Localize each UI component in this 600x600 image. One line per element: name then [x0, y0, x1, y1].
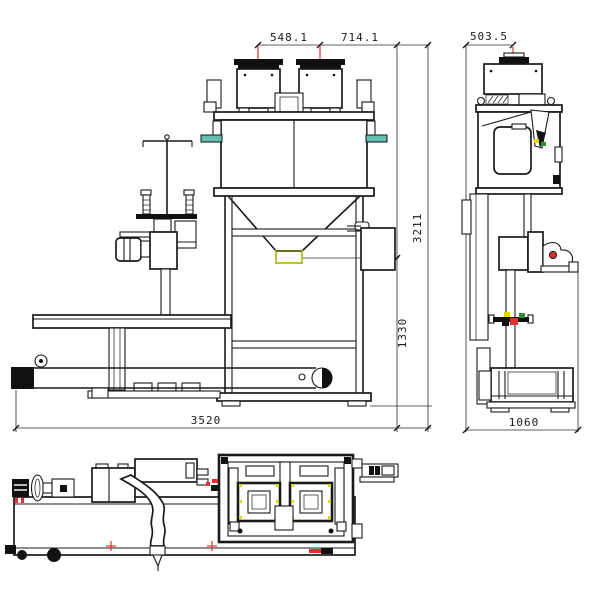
feeder-side-brackets	[203, 79, 375, 113]
belt-marker-red	[309, 549, 321, 553]
clamp-marker-green	[519, 313, 525, 318]
chute-marker-green	[541, 142, 546, 146]
feeder-right	[296, 46, 345, 114]
side-sewing-head	[498, 193, 579, 273]
side-feeder	[476, 47, 556, 106]
dim-front-top-left-label: 548.1	[270, 31, 308, 44]
dim-outlet-height-label: 1330	[396, 318, 409, 349]
head-pivot-dot	[549, 251, 557, 259]
plan-machine-body	[211, 453, 355, 554]
plan-sewing-machine	[91, 458, 217, 571]
clamp-marker-yellow	[504, 312, 510, 317]
weigher-cabinet	[200, 111, 388, 197]
work-table	[32, 314, 232, 399]
sewing-marker-red	[206, 482, 210, 486]
chute-marker-yellow	[534, 139, 539, 143]
cabinet-handle-right	[365, 134, 388, 143]
dim-front-top-right-label: 714.1	[341, 31, 379, 44]
funnel-outlet	[275, 250, 303, 264]
plan-motor	[12, 474, 75, 503]
conveyor-front	[11, 354, 333, 399]
dim-side-top-label: 503.5	[470, 30, 508, 43]
discharge-funnel	[227, 195, 361, 264]
dim-total-height-label: 3211	[411, 213, 424, 244]
bag-clamp-stand	[115, 134, 197, 316]
support-frame	[216, 196, 372, 407]
dim-side-depth-label: 1060	[509, 416, 540, 429]
motor-marker-red-2	[21, 498, 24, 503]
cabinet-handle-left	[200, 134, 223, 143]
belt-center-marks	[106, 541, 217, 551]
plan-control-arm	[351, 458, 399, 539]
side-inner-chute	[530, 109, 550, 149]
body-marker-red	[212, 479, 218, 483]
control-box	[347, 221, 396, 271]
side-conveyor-section	[478, 367, 576, 413]
front-view: 548.1 714.1 3520 3211 1330	[11, 31, 432, 432]
dim-total-width-label: 3520	[191, 414, 222, 427]
feeder-left	[234, 46, 283, 114]
side-dimensions: 503.5 1060	[462, 30, 582, 434]
side-view: 503.5 1060	[461, 30, 582, 434]
clamp-motor	[115, 237, 142, 262]
side-door-panel	[493, 126, 532, 175]
plan-view	[5, 453, 399, 571]
clamp-marker-red	[510, 318, 518, 325]
conveyor-drive-block	[11, 367, 34, 389]
side-cabinet	[475, 104, 563, 195]
side-column-and-clamp	[488, 269, 534, 369]
motor-marker-red-1	[15, 498, 18, 503]
